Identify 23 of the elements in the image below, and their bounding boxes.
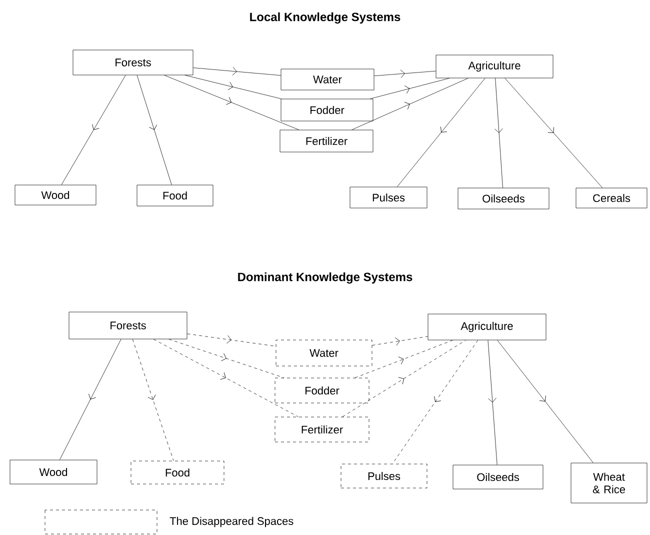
dashed-box: Fertilizer: [274, 416, 370, 442]
dashed-box: Food: [130, 460, 224, 484]
box: Wood: [10, 460, 98, 484]
box: Pulses: [350, 186, 428, 208]
box: Fodder: [280, 98, 374, 122]
box: Wood: [14, 184, 96, 206]
box: Agriculture: [436, 54, 554, 78]
box: Food: [136, 184, 214, 206]
legend-text: The Disappeared Spaces: [170, 516, 294, 528]
dashed-box: Pulses: [340, 464, 428, 488]
heading: Local Knowledge Systems: [250, 12, 400, 24]
box: Fertilizer: [280, 130, 374, 152]
heading: Dominant Knowledge Systems: [238, 272, 412, 284]
box: Agriculture: [428, 314, 546, 340]
box: Wheat & Rice: [570, 462, 648, 504]
dashed-box: Water: [276, 340, 372, 366]
box: Water: [280, 68, 374, 90]
box: Cereals: [576, 188, 648, 208]
box: Oilseeds: [452, 464, 544, 490]
box: Oilseeds: [458, 188, 550, 210]
box: Forests: [72, 50, 194, 76]
box: Forests: [68, 312, 188, 340]
dashed-box: Fodder: [274, 378, 370, 404]
